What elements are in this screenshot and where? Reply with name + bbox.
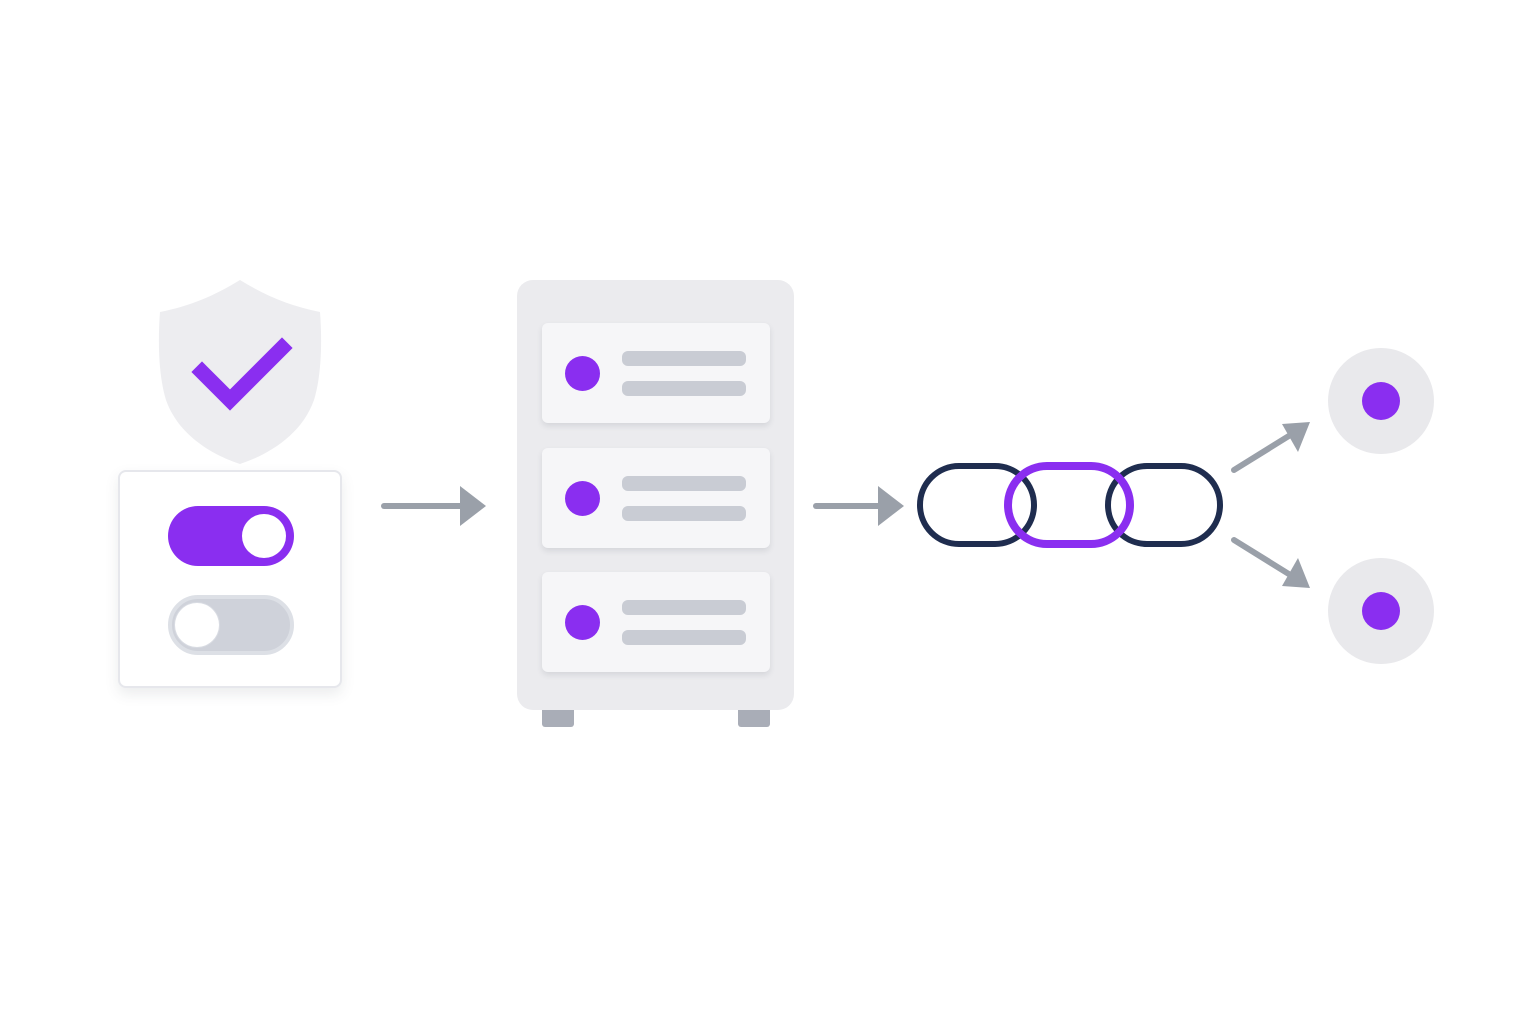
node-dot	[1362, 382, 1400, 420]
settings-card	[118, 470, 342, 688]
placeholder-line	[622, 506, 746, 521]
toggle-knob	[175, 603, 219, 647]
server-slot	[542, 448, 770, 548]
arrow-up-right-icon	[1226, 418, 1318, 478]
toggle-knob	[242, 514, 286, 558]
arrow-right-icon	[380, 484, 490, 528]
placeholder-line	[622, 351, 746, 366]
placeholder-line	[622, 630, 746, 645]
endpoint-node-top	[1328, 348, 1434, 454]
toggle-switch-on[interactable]	[168, 506, 294, 566]
server-slot	[542, 323, 770, 423]
link-chain-icon	[914, 460, 1226, 552]
toggle-switch-off[interactable]	[168, 595, 294, 655]
server-foot	[542, 710, 574, 727]
arrow-down-right-icon	[1226, 532, 1318, 592]
status-dot	[565, 356, 600, 391]
status-dot	[565, 481, 600, 516]
node-dot	[1362, 592, 1400, 630]
endpoint-node-bottom	[1328, 558, 1434, 664]
placeholder-line	[622, 381, 746, 396]
server-icon	[517, 280, 794, 727]
server-foot	[738, 710, 770, 727]
status-dot	[565, 605, 600, 640]
server-slot	[542, 572, 770, 672]
placeholder-line	[622, 476, 746, 491]
shield-check-icon	[156, 278, 324, 466]
placeholder-line	[622, 600, 746, 615]
arrow-right-icon	[812, 484, 908, 528]
